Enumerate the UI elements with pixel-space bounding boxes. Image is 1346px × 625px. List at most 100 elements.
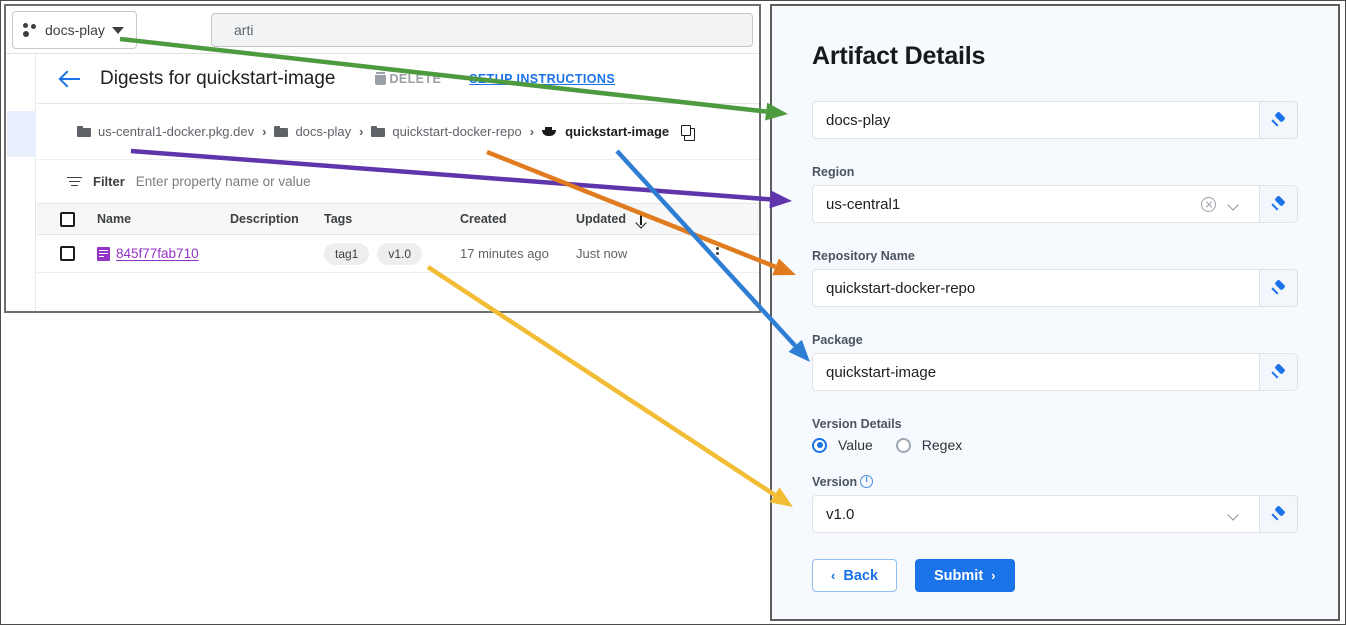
region-field-row: us-central1 — [812, 185, 1298, 223]
digests-table: Name Description Tags Created Updated 84… — [37, 204, 759, 273]
row-name-cell: 845f77fab710 — [97, 246, 230, 261]
pin-icon — [1271, 281, 1286, 296]
search-input-value: arti — [234, 22, 254, 38]
column-header-tags[interactable]: Tags — [324, 212, 353, 226]
package-input-value: quickstart-image — [826, 363, 937, 381]
repository-name-input-value: quickstart-docker-repo — [826, 279, 976, 297]
page-title: Digests for quickstart-image — [100, 67, 336, 89]
repository-field-row: quickstart-docker-repo — [812, 269, 1298, 307]
breadcrumb-item-package[interactable]: quickstart-image — [542, 124, 669, 139]
docker-whale-icon — [542, 126, 558, 138]
back-button-label: Back — [843, 567, 879, 584]
version-pin-button[interactable] — [1260, 495, 1298, 533]
breadcrumb-label: quickstart-image — [565, 124, 670, 139]
radio-regex-label: Regex — [921, 437, 963, 453]
column-header-updated[interactable]: Updated — [576, 212, 688, 226]
row-overflow-menu[interactable] — [688, 246, 748, 262]
project-input-value: docs-play — [826, 111, 891, 129]
filter-input[interactable]: Enter property name or value — [135, 174, 311, 189]
version-label-text: Version — [812, 475, 858, 489]
folder-icon — [274, 126, 289, 137]
pin-icon — [1271, 507, 1286, 522]
tag-badge: tag1 — [324, 242, 370, 265]
chevron-left-glyph: ‹ — [831, 568, 836, 583]
repository-name-label: Repository Name — [812, 249, 915, 263]
submit-button[interactable]: Submit › — [915, 559, 1015, 592]
chevron-down-icon[interactable] — [1228, 201, 1239, 208]
sort-descending-icon — [635, 212, 646, 226]
version-details-radio-group: Value Regex — [812, 437, 1298, 453]
filter-icon — [67, 176, 82, 188]
column-header-created[interactable]: Created — [460, 212, 507, 226]
region-input-value: us-central1 — [826, 195, 901, 213]
radio-value[interactable] — [812, 437, 827, 453]
clear-icon[interactable] — [1201, 196, 1216, 212]
row-checkbox[interactable] — [37, 246, 97, 261]
copy-icon[interactable] — [681, 124, 696, 141]
breadcrumb-separator: › — [262, 124, 267, 139]
page-header: Digests for quickstart-image DELETE SETU… — [37, 54, 759, 104]
version-label: Version — [812, 474, 1298, 489]
breadcrumb-separator: › — [359, 124, 364, 139]
radio-value-label: Value — [838, 437, 873, 453]
project-pin-button[interactable] — [1260, 101, 1298, 139]
folder-icon — [77, 126, 91, 137]
package-pin-button[interactable] — [1260, 353, 1298, 391]
folder-icon — [371, 126, 386, 137]
breadcrumb-separator: › — [529, 124, 535, 139]
rail-selected-item[interactable] — [7, 111, 36, 157]
repository-name-input[interactable]: quickstart-docker-repo — [812, 269, 1260, 307]
row-updated-cell: Just now — [576, 246, 628, 261]
version-input-value: v1.0 — [826, 505, 855, 523]
delete-button[interactable]: DELETE — [375, 72, 441, 86]
tag-badge: v1.0 — [377, 242, 423, 265]
row-tags-cell: tag1 v1.0 — [324, 242, 460, 265]
breadcrumb-item-registry[interactable]: us-central1-docker.pkg.dev — [77, 124, 254, 139]
console-content: Digests for quickstart-image DELETE SETU… — [37, 54, 759, 311]
package-input[interactable]: quickstart-image — [812, 353, 1260, 391]
artifact-details-panel: Artifact Details docs-play Region us-cen… — [770, 4, 1340, 621]
console-left-rail — [6, 54, 36, 311]
select-all-checkbox[interactable] — [37, 211, 97, 227]
setup-instructions-link[interactable]: SETUP INSTRUCTIONS — [469, 71, 616, 86]
column-header-description[interactable]: Description — [230, 212, 299, 226]
pin-icon — [1271, 365, 1286, 380]
project-dots-icon — [23, 23, 38, 37]
breadcrumb-item-repository[interactable]: quickstart-docker-repo — [371, 124, 522, 139]
project-input[interactable]: docs-play — [812, 101, 1260, 139]
table-row[interactable]: 845f77fab710 tag1 v1.0 17 minutes ago Ju… — [37, 235, 759, 273]
chevron-right-glyph: › — [991, 568, 996, 583]
breadcrumb-item-project[interactable]: docs-play — [274, 124, 351, 139]
breadcrumb-label: docs-play — [295, 124, 352, 139]
radio-regex[interactable] — [895, 437, 911, 453]
region-pin-button[interactable] — [1260, 185, 1298, 223]
breadcrumb-label: quickstart-docker-repo — [392, 124, 522, 139]
pin-icon — [1271, 197, 1286, 212]
panel-title: Artifact Details — [812, 42, 986, 70]
digest-link[interactable]: 845f77fab710 — [97, 246, 230, 261]
back-button[interactable]: ‹ Back — [812, 559, 898, 592]
search-input[interactable]: arti — [211, 13, 753, 47]
project-selector-label: docs-play — [45, 22, 105, 38]
project-selector[interactable]: docs-play — [12, 11, 137, 49]
info-icon[interactable] — [860, 474, 874, 488]
console-top-bar: docs-play arti — [6, 6, 759, 54]
version-details-label: Version Details — [812, 417, 902, 431]
console-screenshot: docs-play arti Digests for quickstart-im… — [4, 4, 761, 313]
repository-pin-button[interactable] — [1260, 269, 1298, 307]
column-header-updated-label: Updated — [576, 212, 626, 226]
row-created-cell: 17 minutes ago — [460, 246, 549, 261]
arrow-left-icon[interactable] — [59, 67, 83, 91]
region-input[interactable]: us-central1 — [812, 185, 1260, 223]
version-input[interactable]: v1.0 — [812, 495, 1260, 533]
filter-label: Filter — [93, 174, 125, 189]
image-digest-icon — [97, 246, 110, 261]
delete-button-label: DELETE — [389, 71, 442, 86]
region-label: Region — [812, 165, 855, 179]
column-header-name[interactable]: Name — [97, 212, 132, 226]
chevron-down-icon[interactable] — [1228, 511, 1239, 518]
breadcrumb-label: us-central1-docker.pkg.dev — [98, 124, 255, 139]
project-field-row: docs-play — [812, 101, 1298, 139]
table-header-row: Name Description Tags Created Updated — [37, 204, 759, 235]
version-field-row: v1.0 — [812, 495, 1298, 533]
